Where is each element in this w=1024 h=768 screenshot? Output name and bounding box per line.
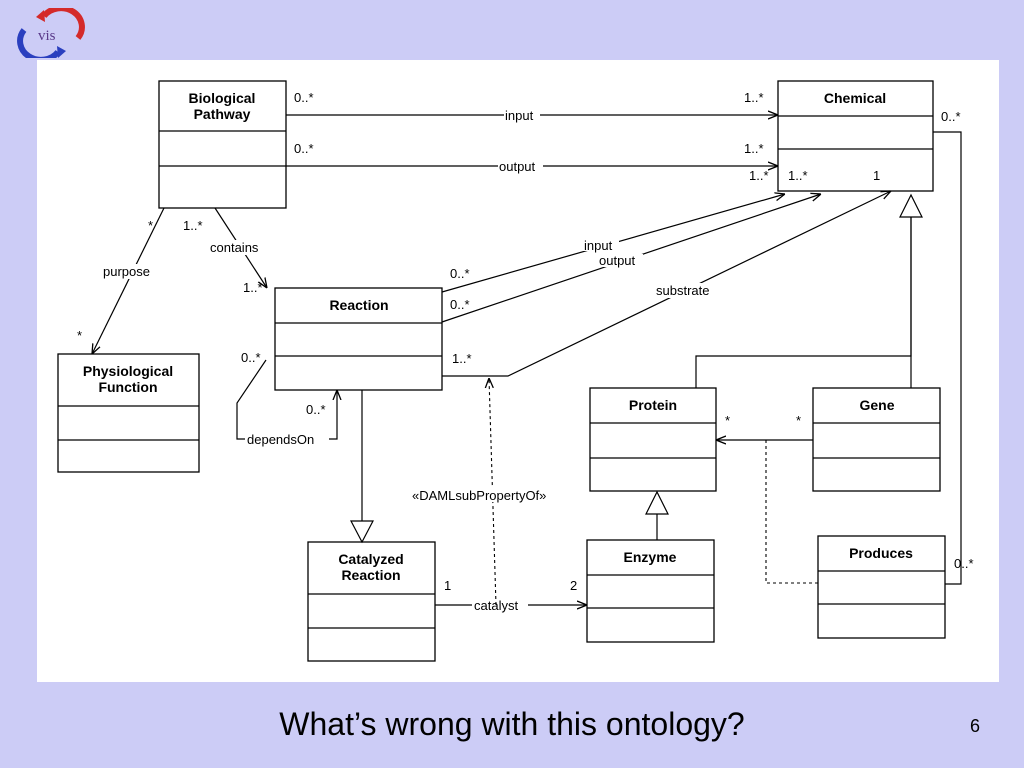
edge-enzyme-protein-generalization <box>645 490 669 540</box>
multiplicity: 0..* <box>294 90 314 105</box>
class-gene: Gene <box>812 387 941 492</box>
edge-contains: contains <box>208 207 270 288</box>
edge-subproperty-dashed: «DAMLsubPropertyOf» <box>410 378 576 606</box>
edge-purpose: purpose <box>92 207 165 354</box>
multiplicity: 1..* <box>788 168 808 183</box>
edge-protein-chemical-generalization <box>695 217 912 388</box>
class-name-line1: Physiological <box>83 363 173 379</box>
class-enzyme: Enzyme <box>586 539 715 643</box>
logo-blue-arrowhead <box>57 46 66 58</box>
edge-bp-output: output <box>286 158 778 174</box>
class-name-line1: Biological <box>189 90 256 106</box>
class-chemical: Chemical <box>777 80 934 192</box>
class-biological-pathway: Biological Pathway <box>158 80 287 209</box>
slide-title: What’s wrong with this ontology? <box>279 706 745 742</box>
multiplicity: 1..* <box>744 141 764 156</box>
logo-blue-arc <box>17 28 61 58</box>
multiplicity: 0..* <box>450 297 470 312</box>
class-name-line2: Reaction <box>341 567 400 583</box>
edge-substrate: substrate <box>442 191 891 377</box>
multiplicity: 0..* <box>241 350 261 365</box>
edge-chemical-produces <box>933 131 962 585</box>
multiplicity: 0..* <box>306 402 326 417</box>
multiplicity: * <box>725 413 730 428</box>
page-number: 6 <box>970 716 981 736</box>
class-physiological-function: Physiological Function <box>57 353 200 473</box>
logo-text: vis <box>38 28 56 44</box>
class-name: Chemical <box>824 90 886 106</box>
multiplicity: 0..* <box>450 266 470 281</box>
class-protein: Protein <box>589 387 717 492</box>
edge-label: catalyst <box>474 598 518 613</box>
multiplicity: 2 <box>570 578 577 593</box>
multiplicity: 0..* <box>294 141 314 156</box>
class-name: Reaction <box>329 297 388 313</box>
multiplicity: 1..* <box>183 218 203 233</box>
multiplicity: 0..* <box>941 109 961 124</box>
class-name-line1: Catalyzed <box>338 551 403 567</box>
edge-bp-input: input <box>286 107 778 123</box>
class-name: Produces <box>849 545 913 561</box>
logo-red-arc <box>41 8 85 40</box>
edge-label: «DAMLsubPropertyOf» <box>412 488 546 503</box>
class-name: Gene <box>859 397 894 413</box>
edge-reaction-output: output <box>441 194 821 323</box>
edge-label: output <box>499 159 536 174</box>
edge-depends-on: dependsOn <box>236 359 337 447</box>
multiplicity: * <box>77 328 82 343</box>
edge-label: input <box>584 238 613 253</box>
class-reaction: Reaction <box>274 287 443 391</box>
edge-reaction-input: input <box>441 194 785 293</box>
edge-label: dependsOn <box>247 432 314 447</box>
edge-gene-chemical-generalization <box>899 193 923 388</box>
class-produces: Produces <box>817 535 946 639</box>
multiplicity: 1..* <box>749 168 769 183</box>
multiplicity: * <box>148 218 153 233</box>
multiplicity: 1..* <box>452 351 472 366</box>
edge-label: input <box>505 108 534 123</box>
multiplicity: 0..* <box>954 556 974 571</box>
multiplicity: 1 <box>873 168 880 183</box>
edge-label: purpose <box>103 264 150 279</box>
edge-label: contains <box>210 240 259 255</box>
edge-produces-dashed <box>765 440 818 584</box>
edge-reaction-catalyzed-generalization <box>350 390 374 544</box>
multiplicity: * <box>796 413 801 428</box>
class-name-line2: Function <box>98 379 157 395</box>
class-name: Enzyme <box>624 549 677 565</box>
edge-catalyst: catalyst <box>435 598 587 613</box>
multiplicity: 1 <box>444 578 451 593</box>
uml-diagram-canvas: Biological Pathway Chemical Reaction Phy… <box>37 60 999 682</box>
vis-logo: vis <box>17 8 85 58</box>
class-catalyzed-reaction: Catalyzed Reaction <box>307 541 436 662</box>
edge-label: substrate <box>656 283 709 298</box>
multiplicity-labels: 0..* 1..* 0..* 1..* 1..* 1..* 1 0..* * 1… <box>77 90 974 593</box>
multiplicity: 1..* <box>243 280 263 295</box>
multiplicity: 1..* <box>744 90 764 105</box>
edge-label: output <box>599 253 636 268</box>
class-name: Protein <box>629 397 677 413</box>
class-name-line2: Pathway <box>194 106 251 122</box>
logo-red-arrowhead <box>36 10 45 22</box>
